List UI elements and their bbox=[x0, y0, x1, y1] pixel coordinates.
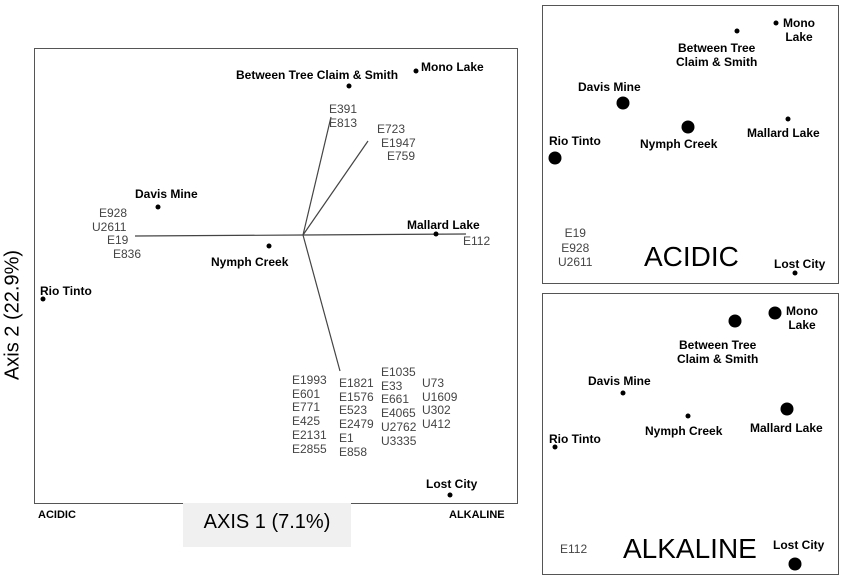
alkaline-point-davis-mine bbox=[620, 390, 626, 396]
label-rio-tinto: Rio Tinto bbox=[40, 284, 92, 298]
acidic-panel bbox=[542, 5, 839, 284]
acidic-point-lost-city bbox=[792, 270, 798, 276]
axis-1-label: AXIS 1 (7.1%) bbox=[203, 511, 331, 533]
label-davis-mine: Davis Mine bbox=[135, 187, 198, 201]
label-mono-lake: Mono Lake bbox=[421, 60, 484, 74]
point-mallard-lake bbox=[433, 231, 439, 237]
alkaline-panel bbox=[542, 293, 839, 575]
point-rio-tinto bbox=[40, 296, 46, 302]
alkaline-point-nymph-creek bbox=[685, 413, 691, 419]
acidic-end-label: ACIDIC bbox=[38, 509, 76, 521]
vector-upright bbox=[302, 140, 369, 236]
point-lost-city bbox=[447, 492, 453, 498]
ordination-main-panel bbox=[34, 48, 518, 504]
point-mono-lake bbox=[413, 68, 419, 74]
axis-2-label: Axis 2 (22.9%) bbox=[1, 249, 24, 381]
vector-right bbox=[302, 233, 467, 236]
acidic-point-rio-tinto bbox=[548, 151, 562, 165]
point-between-tree bbox=[346, 83, 352, 89]
alkaline-point-rio-tinto bbox=[552, 444, 558, 450]
alkaline-label-lost-city: Lost City bbox=[773, 538, 825, 552]
acidic-label-lost-city: Lost City bbox=[774, 257, 826, 271]
alkaline-point-mallard-lake bbox=[780, 402, 794, 416]
point-nymph-creek bbox=[266, 243, 272, 249]
acidic-label-nymph-creek: Nymph Creek bbox=[640, 137, 718, 151]
alkaline-point-mono-lake bbox=[768, 306, 782, 320]
axis-1-label-box bbox=[183, 503, 351, 547]
acidic-label-rio-tinto: Rio Tinto bbox=[549, 134, 601, 148]
genes-right: E112 bbox=[463, 234, 491, 248]
label-lost-city: Lost City bbox=[426, 477, 478, 491]
acidic-point-mallard-lake bbox=[785, 116, 791, 122]
acidic-title: ACIDIC bbox=[644, 241, 739, 272]
acidic-label-mallard-lake: Mallard Lake bbox=[747, 126, 820, 140]
label-mallard-lake: Mallard Lake bbox=[407, 218, 480, 232]
vector-up bbox=[302, 116, 332, 236]
label-nymph-creek: Nymph Creek bbox=[211, 255, 289, 269]
acidic-point-nymph-creek bbox=[681, 120, 695, 134]
acidic-point-mono-lake bbox=[773, 20, 779, 26]
alkaline-point-lost-city bbox=[788, 557, 802, 571]
vector-left bbox=[134, 234, 304, 237]
point-davis-mine bbox=[155, 204, 161, 210]
acidic-label-davis-mine: Davis Mine bbox=[578, 80, 641, 94]
acidic-point-davis-mine bbox=[616, 96, 630, 110]
alkaline-point-between-tree bbox=[728, 314, 742, 328]
alkaline-label-nymph-creek: Nymph Creek bbox=[645, 424, 723, 438]
vector-down bbox=[302, 234, 341, 372]
alkaline-end-label: ALKALINE bbox=[449, 509, 505, 521]
acidic-point-between-tree bbox=[734, 28, 740, 34]
alkaline-title: ALKALINE bbox=[623, 533, 757, 564]
alkaline-label-rio-tinto: Rio Tinto bbox=[549, 432, 601, 446]
alkaline-genes: E112 bbox=[560, 542, 588, 556]
label-between-tree: Between Tree Claim & Smith bbox=[236, 68, 399, 82]
alkaline-label-davis-mine: Davis Mine bbox=[588, 374, 651, 388]
alkaline-label-mallard-lake: Mallard Lake bbox=[750, 421, 823, 435]
